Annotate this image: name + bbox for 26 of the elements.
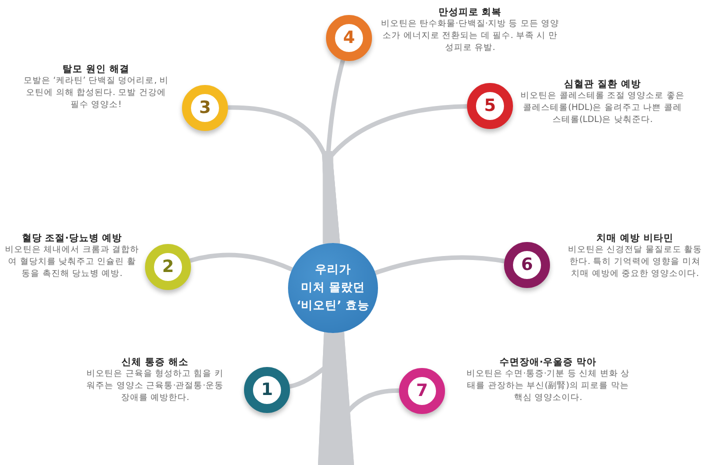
effect-description: 모발은 ‘케라틴’ 단백질 덩어리로, 비오틴에 의해 합성된다. 모발 건강에 필수 영양소! [22, 76, 170, 112]
number-circle: 2 [145, 244, 191, 290]
effect-heading: 혈당 조절·당뇨병 예방 [20, 233, 124, 246]
effect-heading: 신체 통증 해소 [120, 357, 190, 370]
tree-branch [374, 255, 505, 276]
effect-heading: 심혈관 질환 예방 [563, 79, 642, 92]
effect-description: 비오틴은 신경전달 물질로도 활동한다. 특히 기억력에 영향을 미쳐 치매 예방에 중요한 영양소이다. [566, 245, 704, 281]
number-circle: 4 [326, 15, 372, 61]
effect-heading: 만성피로 회복 [437, 7, 503, 20]
tree-branch [322, 104, 468, 244]
effect-heading: 치매 예방 비타민 [596, 233, 674, 246]
effect-description: 비오틴은 탄수화물·단백질·지방 등 모든 영양소가 에너지로 전환되는 데 필수. 부족 시 만성피로 유발. [380, 19, 560, 55]
effect-description: 비오틴은 수면·통증·기분 등 신체 변화 상태를 관장하는 부신(副腎)의 피로를 막는 핵심 영양소이다. [465, 369, 631, 405]
number-circle: 6 [504, 242, 550, 288]
effect-heading: 탈모 원인 해결 [62, 64, 130, 76]
number-circle: 1 [244, 367, 290, 413]
number-circle: 7 [399, 368, 445, 414]
tree-branch [318, 332, 400, 465]
tree-branch [190, 252, 293, 272]
number-circle: 3 [182, 85, 228, 131]
effect-description: 비오틴은 콜레스테롤 조절 영양소로 좋은 콜레스테롤(HDL)은 올려주고 나쁜 콜레스테롤(LDL)은 낮춰준다. [520, 91, 685, 127]
number-circle: 5 [467, 83, 513, 129]
effect-heading: 수면장애·우울증 막아 [498, 357, 598, 370]
effect-description: 비오틴은 체내에서 크롬과 결합하여 혈당치를 낮춰주고 인슐린 활동을 촉진해 당뇨병 예방. [4, 245, 140, 281]
topic-circle: 우리가 미처 몰랐던 ‘비오틴’ 효능 [288, 243, 378, 333]
effect-description: 비오틴은 근육을 형성하고 힘을 키워주는 영양소 근육통·관절통·운동장애를 예방한다. [86, 369, 224, 405]
